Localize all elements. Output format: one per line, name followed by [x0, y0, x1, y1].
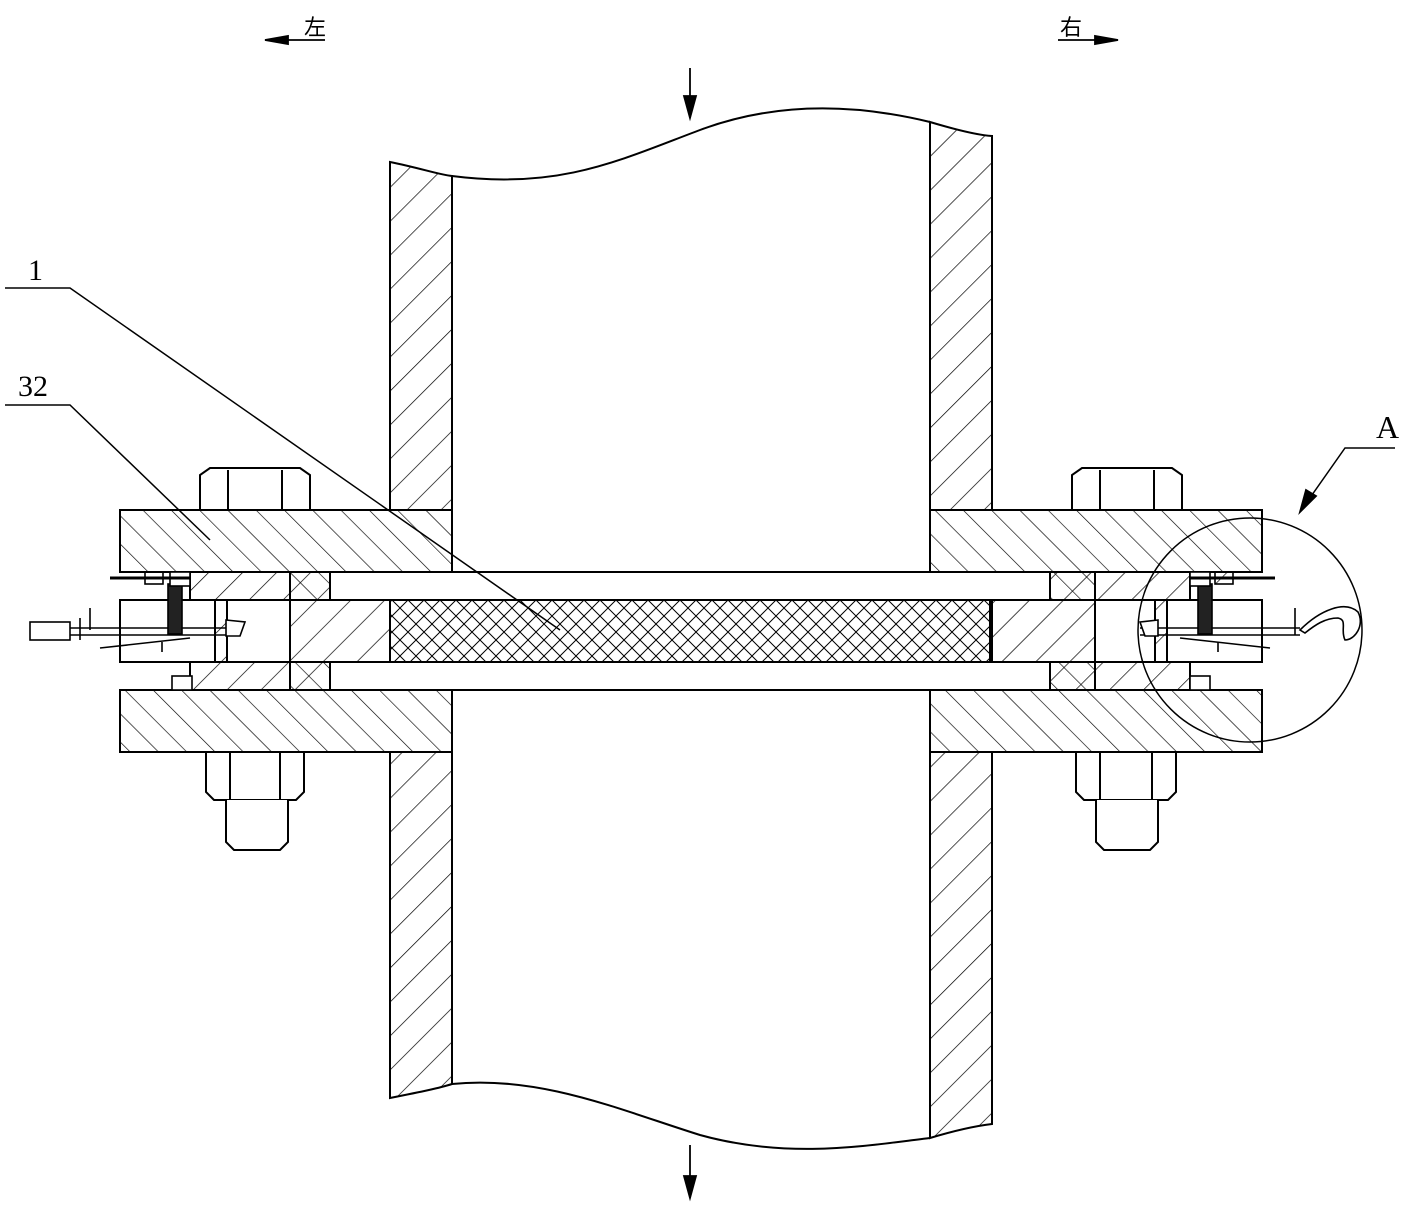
flow-arrows	[682, 68, 698, 1202]
left-bottom-nut	[205, 751, 305, 851]
leader-part-32	[5, 404, 211, 541]
right-sensor-assembly	[1138, 571, 1362, 691]
lower-pipe-break-line	[451, 1081, 931, 1150]
detail-a-arrowhead	[1298, 488, 1318, 516]
leader-part-1	[5, 287, 561, 631]
lower-pipe	[389, 751, 993, 1150]
right-cavity	[1094, 599, 1263, 663]
upper-pipe-right-wall	[929, 120, 993, 511]
upper-pipe-break-line	[451, 107, 931, 181]
left-cavity	[119, 599, 291, 663]
left-direction-label: 左	[304, 15, 326, 40]
direction-arrows	[264, 34, 1318, 516]
lower-pipe-right-wall	[929, 751, 993, 1140]
right-direction-label: 右	[1060, 15, 1082, 40]
left-sensor-assembly	[29, 571, 247, 691]
gasket-part-1	[389, 599, 991, 663]
left-top-bolt-head	[199, 467, 311, 511]
right-top-bolt-head	[1071, 467, 1183, 511]
upper-pipe	[389, 107, 993, 511]
leader-detail-a	[1299, 447, 1395, 513]
right-bottom-nut	[1075, 751, 1177, 851]
lower-pipe-left-wall	[389, 751, 453, 1100]
leader-lines	[5, 287, 1395, 631]
detail-a-label: A	[1376, 409, 1399, 445]
part-32-label: 32	[18, 370, 48, 403]
part-1-label: 1	[28, 254, 43, 287]
upper-pipe-left-wall	[389, 160, 453, 511]
right-hook	[1298, 606, 1362, 641]
detail-circle-a	[1137, 517, 1363, 743]
